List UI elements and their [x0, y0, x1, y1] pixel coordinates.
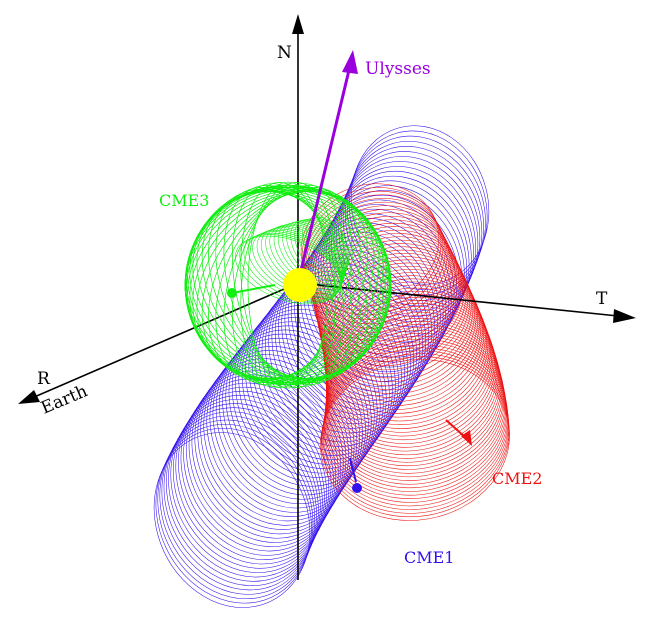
- cme2-wire-ring: [314, 233, 467, 367]
- cme2-wire-ring: [325, 290, 494, 437]
- ulysses-line: [296, 65, 352, 284]
- cme2-wire-ring: [321, 265, 483, 406]
- n-axis-label: N: [277, 43, 292, 63]
- cme2-wire-ring: [322, 269, 485, 410]
- cme1-wire-ring: [274, 258, 421, 425]
- cme1-wire-ring: [228, 317, 378, 487]
- cme3-wire-ring: [196, 191, 380, 379]
- ulysses-arrowhead: [342, 50, 358, 74]
- cme1-wire-ring: [188, 370, 342, 543]
- cme2-wire-ring: [318, 246, 474, 383]
- cme3-wire-ring: [294, 219, 348, 280]
- cme1-wire-ring: [206, 346, 358, 517]
- cme1-marker-line: [349, 457, 357, 483]
- cme3-flux-rope: [184, 181, 392, 389]
- cme2-wire-ring: [311, 219, 460, 350]
- cme1-wire-ring: [183, 378, 337, 552]
- cme1-wire-ring: [215, 333, 366, 505]
- r-axis-label: R: [37, 369, 51, 389]
- cme2-label: CME2: [492, 469, 542, 488]
- cme1-wire-ring: [163, 411, 319, 586]
- cme3-marker: [227, 288, 237, 298]
- cme1-wire-ring: [155, 427, 312, 604]
- cme3-wire-ring: [184, 184, 392, 386]
- cme1-flux-rope: [153, 125, 490, 608]
- t-axis: [297, 282, 619, 317]
- t-axis-label: T: [596, 289, 608, 309]
- cme1-wire-ring: [161, 415, 317, 591]
- cme1-wire-ring: [175, 390, 330, 565]
- cme3-wire-ring: [208, 188, 368, 382]
- cme1-wire-ring: [350, 125, 490, 285]
- cme3-wire-ring: [215, 187, 361, 383]
- t-axis-arrowhead: [613, 309, 636, 323]
- cme1-wire-ring: [212, 337, 363, 509]
- cme2-wire-ring: [325, 306, 499, 456]
- cme2-wire-ring: [325, 300, 497, 448]
- axes: [18, 14, 636, 580]
- cme1-wire-ring: [348, 130, 488, 290]
- cme3-wire-ring: [201, 190, 375, 380]
- cme1-wire-ring: [338, 156, 479, 317]
- cme3-wire-ring: [240, 182, 336, 388]
- cme1-wire-ring: [153, 432, 311, 608]
- ulysses-vector: [296, 50, 358, 284]
- cme2-wire-ring: [325, 293, 495, 441]
- cme3-wire-ring: [298, 218, 349, 278]
- cme3-wire-ring: [232, 183, 344, 387]
- cme3-wire-ring: [208, 188, 368, 382]
- cme1-wire-ring: [231, 313, 381, 483]
- cme1-wire-ring: [157, 423, 314, 600]
- cme1-wire-ring: [209, 341, 360, 513]
- r-axis-arrowhead: [18, 390, 40, 404]
- cme1-wire-ring: [284, 244, 430, 411]
- cme1-wire-ring: [235, 309, 384, 478]
- cme1-wire-ring: [281, 249, 427, 415]
- cme2-wire-ring: [325, 303, 498, 452]
- cme2-wire-ring: [318, 249, 475, 387]
- n-axis-arrowhead: [292, 14, 304, 34]
- cme1-wire-ring: [180, 382, 334, 556]
- cme3-wire-ring: [286, 220, 347, 285]
- cme1-wire-ring: [326, 180, 467, 343]
- cme1-wire-ring: [168, 403, 323, 578]
- cme3-wire-ring: [201, 190, 375, 380]
- cme1-wire-ring: [170, 399, 325, 573]
- cme1-wire-ring: [328, 175, 470, 338]
- cme2-wire-ring: [310, 215, 458, 346]
- cme2-marker: [461, 430, 472, 446]
- cme2-wire-ring: [320, 259, 480, 399]
- cme3-wire-ring: [302, 217, 349, 276]
- cme1-marker: [352, 483, 362, 493]
- cme3-marker-line: [231, 284, 276, 294]
- cme2-wire-ring: [312, 222, 461, 354]
- cme1-wire-ring: [222, 325, 372, 496]
- cme2-wire-ring: [321, 262, 482, 402]
- cme2-wire-ring: [320, 256, 479, 395]
- cme-axis-markers: [227, 284, 472, 493]
- r-axis: [31, 282, 299, 399]
- cme1-wire-ring: [345, 141, 484, 301]
- cme3-label: CME3: [159, 191, 209, 210]
- cme2-wire-ring: [325, 309, 500, 459]
- cme1-wire-ring: [186, 374, 339, 548]
- cme1-wire-ring: [238, 304, 387, 474]
- ulysses-label: Ulysses: [365, 59, 431, 79]
- cme1-wire-ring: [225, 321, 375, 491]
- cme3-wire-ring: [247, 181, 329, 389]
- cme2-wire-ring: [317, 243, 472, 379]
- cme2-wire-ring: [309, 212, 456, 342]
- cme1-wire-ring: [172, 395, 327, 569]
- sun-disk: [283, 268, 317, 302]
- cme3-wire-ring: [192, 191, 384, 379]
- cme1-wire-ring: [342, 146, 483, 307]
- cme2-wire-ring: [314, 229, 465, 362]
- cme1-label: CME1: [404, 548, 454, 567]
